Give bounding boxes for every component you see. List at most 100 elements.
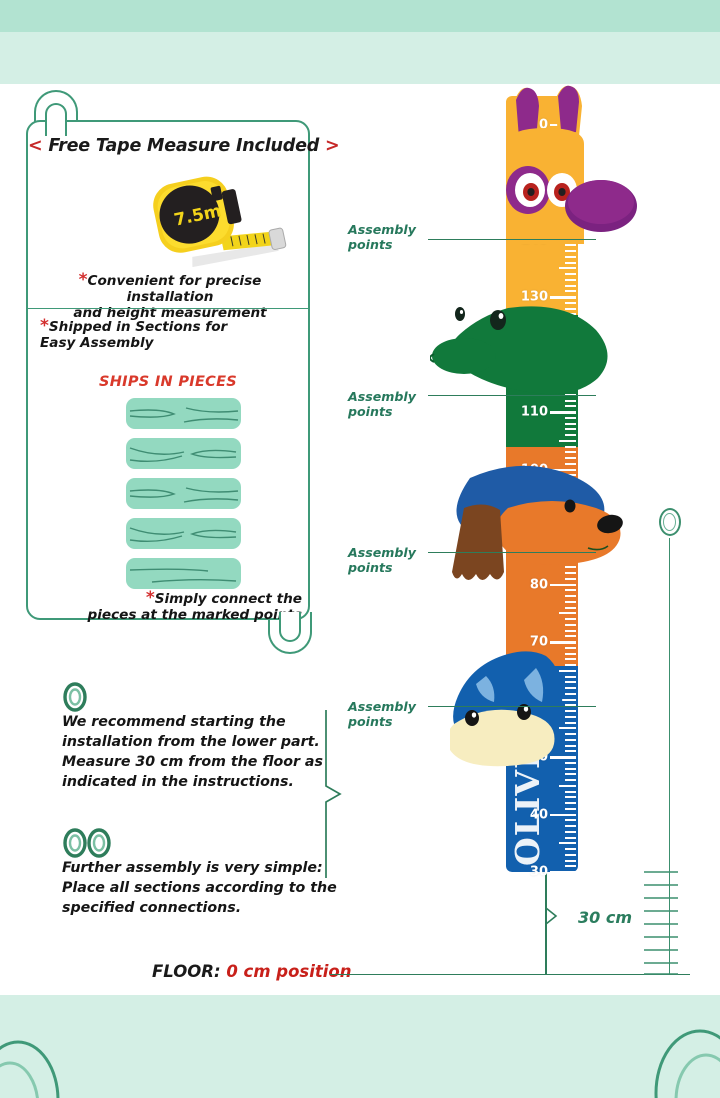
callout-1-line2: points [348, 237, 393, 253]
ruler-tick [565, 825, 576, 827]
ruler-tick [550, 756, 576, 759]
ruler-tick-label: 70 [529, 634, 548, 650]
info-card: < Free Tape Measure Included > [26, 120, 340, 623]
ruler-tick [565, 255, 576, 258]
ruler-tick [565, 773, 576, 776]
ruler-tick [565, 595, 576, 598]
ruler-tick [559, 669, 576, 672]
ruler-tick [565, 721, 576, 724]
ruler-tick [565, 704, 576, 707]
ruler-tick-label: 130 [520, 289, 548, 305]
ruler-tick [565, 428, 576, 431]
ruler-tick [565, 566, 576, 569]
ruler-tick [565, 399, 576, 402]
instruction-1-line-1: We recommend starting the [62, 714, 286, 730]
bullet-two-line2: Easy Assembly [40, 335, 154, 352]
ruler-tick-label: 30 [529, 864, 548, 880]
ruler-tick [565, 623, 576, 626]
ruler-tick [565, 681, 576, 684]
measure-bracket-icon [545, 882, 558, 956]
ruler-tick [565, 790, 576, 793]
ruler-tick [565, 646, 576, 649]
giraffe-head [506, 85, 637, 244]
ruler-tick [565, 848, 576, 850]
chevron-left-icon: < [28, 136, 43, 156]
bullet-two: *Shipped in Sections for Easy Assembly [40, 318, 290, 352]
ruler-tick [565, 273, 576, 276]
ruler-tick [565, 301, 576, 304]
ruler-tick [565, 807, 576, 810]
callout-1-line1: Assembly [348, 222, 416, 237]
pole-ticks-icon [644, 871, 678, 975]
ruler-tick [565, 853, 576, 856]
asterisk-icon: * [145, 588, 155, 608]
callout-3-line1: Assembly [348, 545, 416, 560]
instruction-1-line-3: Measure 30 cm from the floor as [62, 754, 323, 771]
ruler-tick [559, 784, 576, 787]
ruler-tick [565, 577, 576, 580]
ruler-tick [565, 600, 576, 603]
callout-line-2 [428, 395, 596, 396]
list-item [126, 518, 241, 549]
measuring-pole-head-inner-icon [663, 513, 676, 531]
ruler-tick [565, 865, 576, 868]
brace-icon [325, 710, 342, 878]
bullet-one-line1: Convenient for precise installation [87, 273, 262, 306]
floor-label: FLOOR: 0 cm position [152, 962, 352, 981]
bottom-band-decor-icon [0, 1029, 720, 1098]
ruler-tick [565, 393, 576, 396]
instruction-2-line-1: Further assembly is very simple: [62, 860, 323, 876]
ruler-tick [565, 462, 576, 465]
ruler-tick [565, 738, 576, 741]
ruler-tick [565, 589, 576, 592]
callout-assembly-points-4: Assembly points [348, 699, 416, 729]
instruction-2-line-2: Place all sections according to the [62, 880, 337, 897]
ruler-tick [550, 698, 576, 702]
callout-2-line1: Assembly [348, 389, 416, 404]
callout-4-line1: Assembly [348, 699, 416, 714]
ruler-tick-label: 80 [529, 577, 548, 593]
orange-dog-head [452, 465, 623, 580]
ruler-tick [559, 727, 576, 730]
ruler-tick [565, 278, 576, 281]
ruler-tick [565, 796, 576, 799]
bottom-band [0, 995, 720, 1098]
instruction-2-line-3: specified connections. [62, 900, 242, 917]
ruler-tick [565, 261, 576, 264]
ruler-tick [565, 635, 576, 638]
green-dog-head [430, 306, 608, 395]
list-item [126, 478, 241, 509]
ruler-tick [565, 744, 576, 747]
ruler-tick-label: 40 [529, 807, 548, 823]
ruler-tick [565, 652, 576, 655]
floor-drop-line [545, 868, 547, 974]
card-title-text: Free Tape Measure Included [48, 136, 320, 156]
ruler-tick [565, 434, 576, 437]
ruler-tick [550, 296, 576, 299]
ruler-tick [565, 457, 576, 460]
ships-in-pieces-label: SHIPS IN PIECES [98, 374, 238, 390]
blue-dog-head [450, 651, 563, 767]
ruler-tick [565, 658, 576, 661]
ruler-tick [559, 439, 576, 442]
callout-assembly-points-3: Assembly points [348, 545, 416, 575]
floor-rule [330, 974, 690, 975]
ruler-tick [565, 290, 576, 293]
ruler-tick [559, 612, 576, 615]
top-band-light [0, 32, 720, 84]
ruler-tick [550, 583, 576, 587]
ruler-tick [565, 830, 576, 833]
ruler-tick [550, 468, 576, 472]
ruler-tick [565, 750, 576, 753]
ruler-tick [565, 761, 576, 764]
card-hook-bottom-inner-icon [279, 612, 301, 642]
ruler-tick-label: 110 [520, 404, 548, 420]
ruler-tick [565, 618, 576, 621]
card-hook-top-inner-icon [45, 103, 67, 136]
ruler-tick [550, 411, 576, 414]
ruler-tick [550, 871, 576, 874]
ruler-tick [559, 267, 576, 270]
double-ring-icon [63, 828, 111, 858]
tape-measure-icon: 7.5m [146, 162, 296, 268]
